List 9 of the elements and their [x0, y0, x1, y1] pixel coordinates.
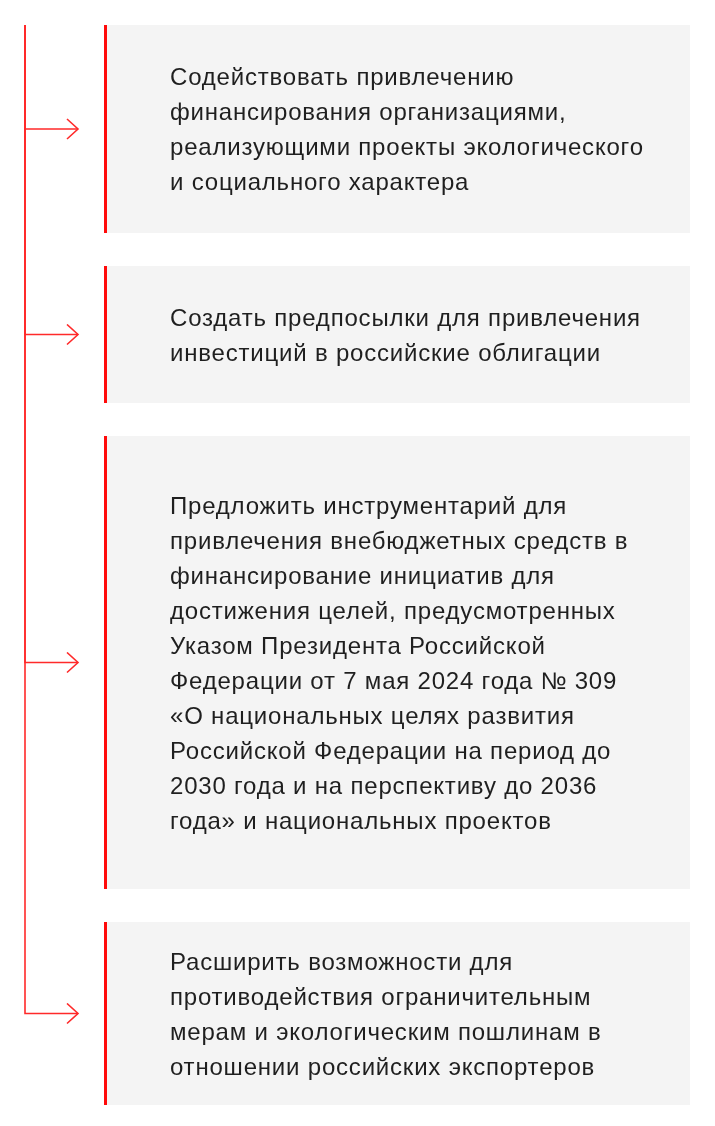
- text-box: [104, 266, 690, 403]
- box-text: Содействовать привлечению финансирования организациями, реализующими проекты экологического и социального характера: [170, 62, 645, 197]
- text-box: [104, 436, 690, 889]
- text-box: [104, 922, 690, 1105]
- text-box: [104, 25, 690, 233]
- box-text: Предложить инструментарий для привлечения внебюджетных средств в финансирование инициатив для достижения целей, предусмотренных Указом Президента Российской Федерации от 7 мая 2024 года № 309 «О национальных целях развития Российской Федерации на период до 2030 года и на перспективу до 2036 года» и национальных проектов: [170, 490, 630, 836]
- box-text: Создать предпосылки для привлечения инвестиций в российские облигации: [170, 302, 642, 368]
- box-text: Расширить возможности для противодействия ограничительным мерам и экологическим пошлинам в отношении российских экспортеров: [170, 946, 603, 1082]
- connector-arrow: [24, 24, 79, 1025]
